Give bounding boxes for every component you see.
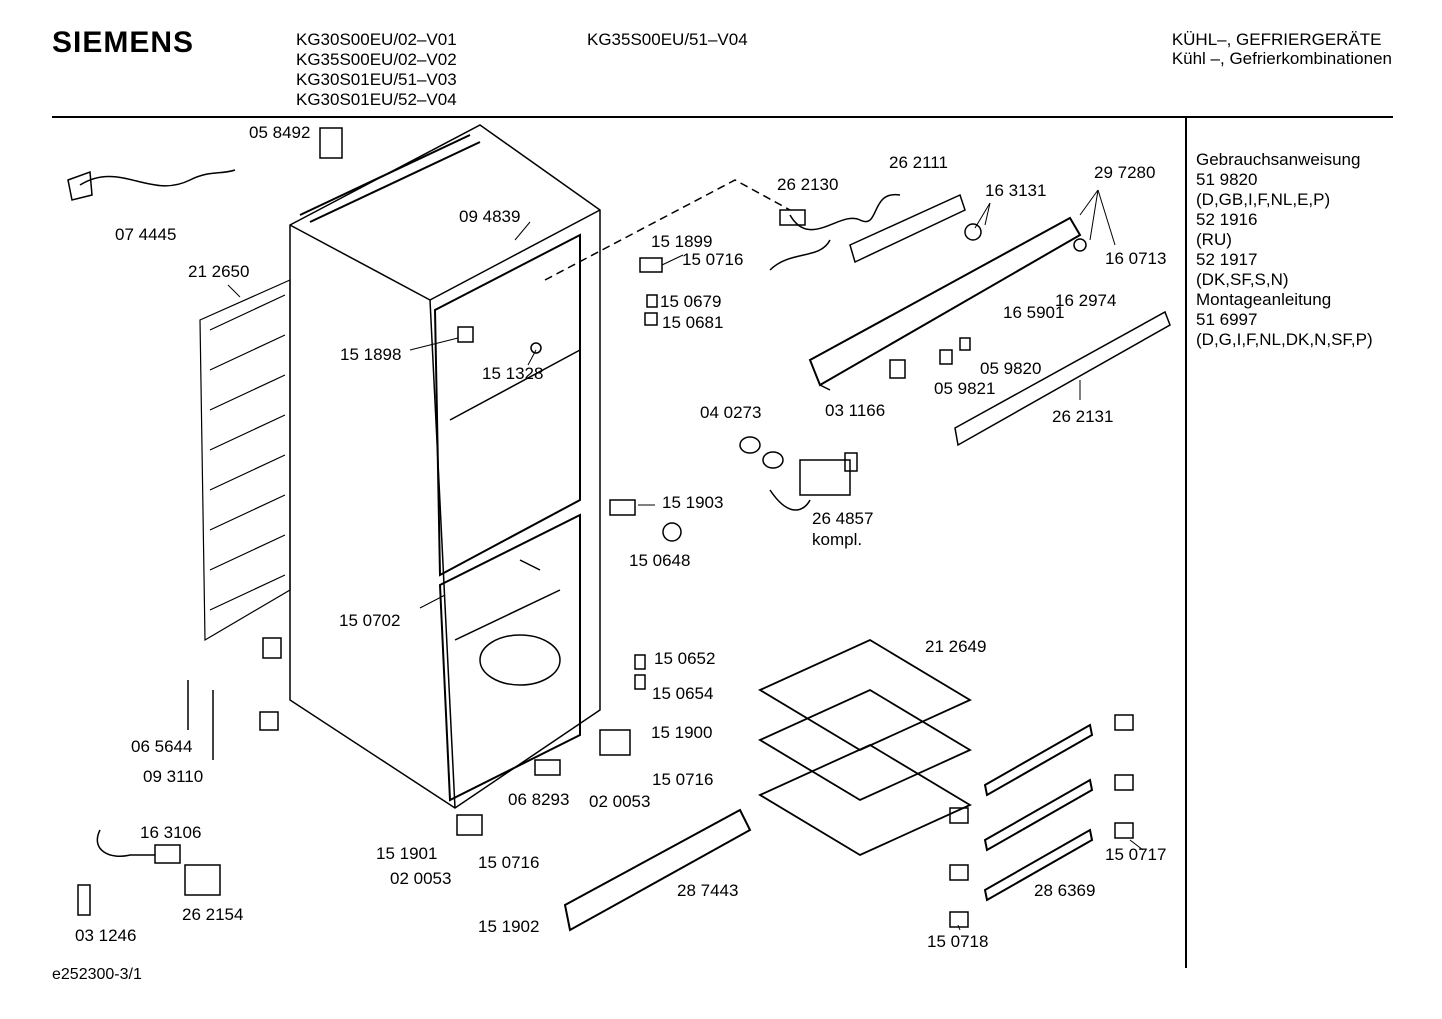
lamp-assembly [739,436,858,511]
part-label: 26 4857 [812,509,874,528]
doc-line: (D,G,I,F,NL,DK,N,SF,P) [1196,330,1373,349]
part-label: 03 1166 [825,401,886,420]
fridge-cabinet [289,124,601,809]
part-label: 21 2650 [188,262,250,281]
doc-line: (DK,SF,S,N) [1196,270,1289,289]
part-label: 04 0273 [700,403,762,422]
part-label: 15 1900 [651,723,713,742]
part-label: 03 1246 [75,926,137,945]
doc-line: Montageanleitung [1196,290,1332,309]
part-label: 15 1898 [340,345,402,364]
documents-sidebar: Gebrauchsanweisung 51 9820 (D,GB,I,F,NL,… [1196,150,1373,350]
category-line-2: Kühl –, Gefrierkombinationen [1171,49,1392,68]
part-label: 07 4445 [115,225,177,244]
part-label: 06 8293 [508,790,570,809]
part-label: 05 8492 [249,123,311,142]
part-label: 15 1899 [651,232,713,251]
part-label: kompl. [812,530,863,549]
model-list: KG30S00EU/02–V01 KG35S00EU/02–V02 KG30S0… [296,30,457,110]
doc-line: 52 1917 [1196,250,1258,269]
shelves [758,638,972,857]
part-label: 26 2130 [777,175,839,194]
leader-lines [227,189,1144,931]
part-label: 21 2649 [925,637,987,656]
part-label: 16 3131 [985,181,1047,200]
top-vents [299,134,481,223]
part-label: 09 3110 [143,767,204,786]
brand-logo: SIEMENS [52,26,195,59]
part-label: 15 0679 [660,292,722,311]
part-label: 15 0648 [629,551,691,570]
part-label: 26 2111 [889,153,948,172]
part-label: 15 1903 [662,493,724,512]
part-label: 15 0716 [682,250,744,269]
part-label: 06 5644 [131,737,193,756]
control-panel [808,216,1082,391]
doc-line: Gebrauchsanweisung [1196,150,1361,169]
part-label: 15 1328 [482,364,544,383]
part-label: 05 9820 [980,359,1042,378]
part-label: 02 0053 [390,869,452,888]
model-3: KG30S01EU/51–V03 [296,70,457,89]
bracket-058492 [319,127,343,159]
plinth-287443 [563,808,752,932]
part-label: 15 0717 [1105,845,1167,864]
part-label: 26 2154 [182,905,244,924]
part-label: 09 4839 [459,207,521,226]
part-label: 15 0681 [662,313,724,332]
condenser-coil [199,279,291,642]
category: KÜHL–, GEFRIERGERÄTE Kühl –, Gefrierkomb… [1172,30,1392,68]
part-label: 02 0053 [589,792,651,811]
doc-line: 51 6997 [1196,310,1258,329]
dashed-connector [544,179,791,281]
part-label: 15 1901 [376,844,438,863]
part-label: 15 0716 [652,770,714,789]
small-parts [77,223,1134,928]
part-label: 16 5901 [1003,303,1065,322]
header-divider [52,116,1393,118]
model-4: KG30S01EU/52–V04 [296,90,457,109]
shelf-strips [983,723,1094,902]
panel-trim-262131 [954,310,1171,447]
doc-line: (RU) [1196,230,1232,249]
doc-line: 52 1916 [1196,210,1258,229]
part-label: 15 0702 [339,611,401,630]
part-label: 16 3106 [140,823,202,842]
model-2: KG35S00EU/02–V02 [296,50,457,69]
model-5: KG35S00EU/51–V04 [587,30,748,49]
part-label: 16 2974 [1055,291,1117,310]
drawing-code: e252300-3/1 [52,966,142,983]
part-label: 15 0718 [927,932,989,951]
part-label: 28 6369 [1034,881,1096,900]
part-label: 15 1902 [478,917,540,936]
doc-line: 51 9820 [1196,170,1258,189]
sidebar-divider [1185,118,1187,968]
part-label: 15 0654 [652,684,714,703]
part-label: 26 2131 [1052,407,1114,426]
part-label: 15 0652 [654,649,716,668]
part-label: 16 0713 [1105,249,1167,268]
part-label: 05 9821 [934,379,996,398]
part-label: 15 0716 [478,853,540,872]
exploded-diagram [67,124,1171,932]
power-cord [67,169,236,201]
wiring-harness [769,194,901,271]
doc-line: (D,GB,I,F,NL,E,P) [1196,190,1331,209]
part-label: 29 7280 [1094,163,1156,182]
control-board [849,193,966,264]
part-label: 28 7443 [677,881,739,900]
category-line-1: KÜHL–, GEFRIERGERÄTE [1171,30,1382,49]
model-1: KG30S00EU/02–V01 [296,30,457,49]
